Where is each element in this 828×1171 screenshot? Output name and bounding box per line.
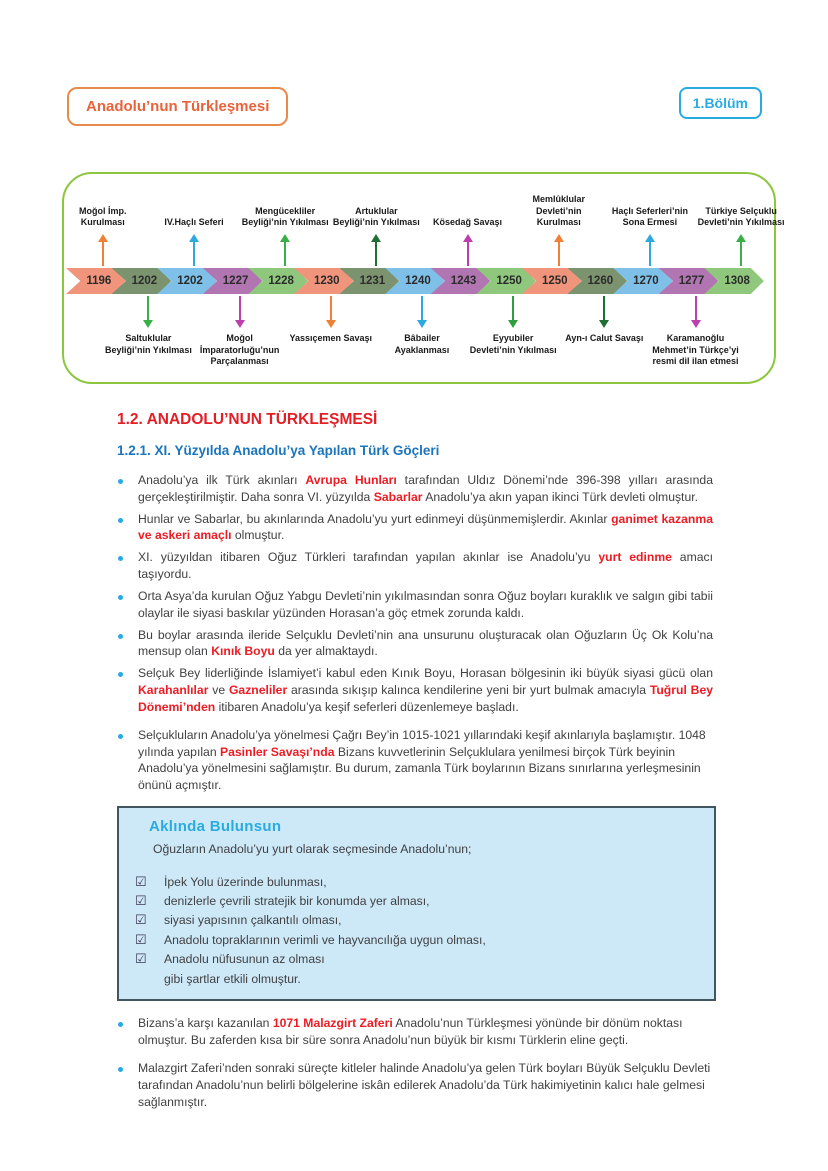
page-header: Anadolu’nun Türkleşmesi 1.Bölüm [0, 0, 828, 126]
timeline-event-label: Eyyubiler Devleti’nin Yıkılması [469, 333, 557, 355]
down-arrow-icon [234, 296, 245, 328]
timeline-event-label: Moğol İmp. Kurulması [79, 205, 127, 228]
down-arrow-icon [599, 296, 610, 328]
bullet-dot [118, 556, 123, 562]
down-arrow-icon [416, 296, 427, 328]
timeline-event-label: IV.Haçlı Seferi [164, 217, 224, 228]
bullet-dot [118, 517, 123, 523]
checkbox-checked-icon: ☑ [135, 893, 147, 909]
bullet-text: XI. yüzyıldan itibaren Oğuz Türkleri tar… [138, 550, 713, 582]
timeline-event-label: Memlûklular Devleti’nin Kurulması [532, 193, 585, 228]
down-arrow-icon [690, 296, 701, 328]
infobox-intro: Oğuzların Anadolu’yu yurt olarak seçmesi… [153, 842, 472, 857]
bullet-item: Orta Asya’da kurulan Oğuz Yabgu Devleti’… [117, 588, 713, 622]
infobox: Aklında Bulunsun Oğuzların Anadolu’yu yu… [117, 806, 716, 1002]
bullet-text: Selçukluların Anadolu’ya yönelmesi Çağrı… [138, 727, 706, 793]
timeline-event: Türkiye Selçuklu Devleti’nin Yıkılması 13… [698, 176, 785, 380]
subsection-heading: 1.2.1. XI. Yüzyılda Anadolu’ya Yapılan T… [117, 443, 440, 458]
bullet-text: Bizans’a karşı kazanılan 1071 Malazgirt … [138, 1016, 683, 1048]
timeline-event-label: Yassıçemen Savaşı [289, 333, 373, 343]
checkbox-checked-icon: ☑ [135, 912, 147, 928]
timeline-event-label: Moğol İmparatorluğu’nun Parçalanması [199, 333, 280, 367]
timeline-year-chevron: 1308 [704, 268, 764, 294]
checklist-item: ☑ siyasi yapısının çalkantılı olması, [135, 912, 700, 928]
bullet-dot [118, 1022, 123, 1028]
checkbox-checked-icon: ☑ [135, 951, 147, 967]
bullet-dot [118, 479, 123, 484]
bullet-text: Malazgirt Zaferi’nden sonraki süreçte ki… [138, 1061, 711, 1109]
up-arrow-icon [97, 234, 108, 266]
checklist-item: ☑ denizlerle çevrili stratejik bir konumd… [135, 893, 700, 909]
checklist-item-text: Anadolu nüfusunun az olması [164, 952, 325, 967]
down-arrow-icon [325, 296, 336, 328]
bullet-item: Selçukluların Anadolu’ya yönelmesi Çağrı… [117, 727, 713, 794]
up-arrow-icon [553, 234, 564, 266]
bullet-dot [118, 733, 123, 739]
section-number-badge: 1.Bölüm [678, 87, 762, 119]
timeline-event-label: Haçlı Seferleri’nin Sona Ermesi [611, 205, 688, 228]
down-arrow-icon [143, 296, 154, 328]
infobox-outro: gibi şartlar etkili olmuştur. [164, 971, 301, 986]
checkbox-checked-icon: ☑ [135, 873, 147, 889]
timeline-event-label: Ayn-ı Calut Savaşı [565, 333, 644, 343]
checklist-item: ☑ Anadolu topraklarının verimli ve hayvan… [135, 932, 700, 948]
checklist-item-text: Anadolu topraklarının verimli ve hayvanc… [164, 932, 486, 947]
up-arrow-icon [736, 234, 747, 266]
checklist-item: ☑ İpek Yolu üzerinde bulunması, [135, 874, 700, 890]
bullets-bottom: Bizans’a karşı kazanılan 1071 Malazgirt … [117, 1015, 713, 1110]
timeline-event-label: Saltuklular Beyliği’nin Yıkılması [104, 333, 192, 355]
bullet-item: Hunlar ve Sabarlar, bu akınlarında Anado… [117, 511, 713, 545]
checkbox-checked-icon: ☑ [135, 931, 147, 947]
timeline-event-label: Kösedağ Savaşı [433, 217, 503, 228]
timeline-event-label: Mengücekliler Beyliği’nin Yıkılması [241, 205, 329, 228]
timeline-event-label: Türkiye Selçuklu Devleti’nin Yıkılması [697, 205, 785, 228]
chapter-title-badge: Anadolu’nun Türkleşmesi [67, 87, 289, 126]
up-arrow-icon [371, 234, 382, 266]
infobox-title: Aklında Bulunsun [149, 818, 282, 836]
bullet-dot [118, 1067, 123, 1073]
checklist-item-text: siyasi yapısının çalkantılı olması, [164, 913, 342, 928]
timeline-event-label [697, 330, 785, 388]
bullet-item: XI. yüzyıldan itibaren Oğuz Türkleri tar… [117, 549, 713, 583]
timeline-year-chevron: 1250 [521, 268, 582, 294]
checklist-item: ☑ Anadolu nüfusunun az olması [135, 951, 700, 967]
checklist: ☑ İpek Yolu üzerinde bulunması, ☑ denizlerl… [133, 874, 700, 968]
up-arrow-icon [644, 234, 655, 266]
timeline-event: Memlûklular Devleti’nin Kurulması 1250 [521, 176, 585, 380]
up-arrow-icon [188, 234, 199, 266]
bullet-dot [118, 672, 123, 678]
timeline-event-label: Artuklular Beyliği’nin Yıkılması [332, 205, 420, 228]
timeline-event-label: Bâbailer Ayaklanması [394, 333, 450, 355]
bullet-text: Orta Asya’da kurulan Oğuz Yabgu Devleti’… [138, 588, 713, 620]
bullet-item: Bizans’a karşı kazanılan 1071 Malazgirt … [117, 1015, 713, 1049]
bullet-text: Selçuk Bey liderliğinde İslamiyet’i kabu… [138, 666, 713, 714]
checklist-item-text: İpek Yolu üzerinde bulunması, [164, 874, 327, 889]
bullet-dot [118, 633, 123, 639]
timeline-year-chevron: 1228 [248, 268, 308, 294]
timeline-event-label: Karamanoğlu Mehmet’in Türkçe’yi resmi di… [652, 333, 739, 367]
timeline-event: Mengücekliler Beyliği’nin Yıkılması 1228 [242, 176, 329, 380]
bullet-dot [118, 594, 123, 600]
bullet-item: Selçuk Bey liderliğinde İslamiyet’i kabu… [117, 665, 713, 715]
down-arrow-icon [508, 296, 519, 328]
bullet-text: Bu boylar arasında ileride Selçuklu Devl… [138, 627, 713, 659]
bullet-item: Anadolu’ya ilk Türk akınları Avrupa Hunl… [117, 472, 713, 506]
bullets-top: Anadolu’ya ilk Türk akınları Avrupa Hunl… [117, 472, 713, 794]
bullet-text: Anadolu’ya ilk Türk akınları Avrupa Hunl… [138, 473, 713, 504]
bullet-item: Malazgirt Zaferi’nden sonraki süreçte ki… [117, 1060, 713, 1110]
bullet-item: Bu boylar arasında ileride Selçuklu Devl… [117, 627, 713, 661]
checklist-item-text: denizlerle çevrili stratejik bir konumda… [164, 894, 430, 909]
section-heading: 1.2. ANADOLU’NUN TÜRKLEŞMESİ [117, 411, 378, 428]
bullet-text: Hunlar ve Sabarlar, bu akınlarında Anado… [138, 511, 713, 543]
up-arrow-icon [462, 234, 473, 266]
up-arrow-icon [280, 234, 291, 266]
